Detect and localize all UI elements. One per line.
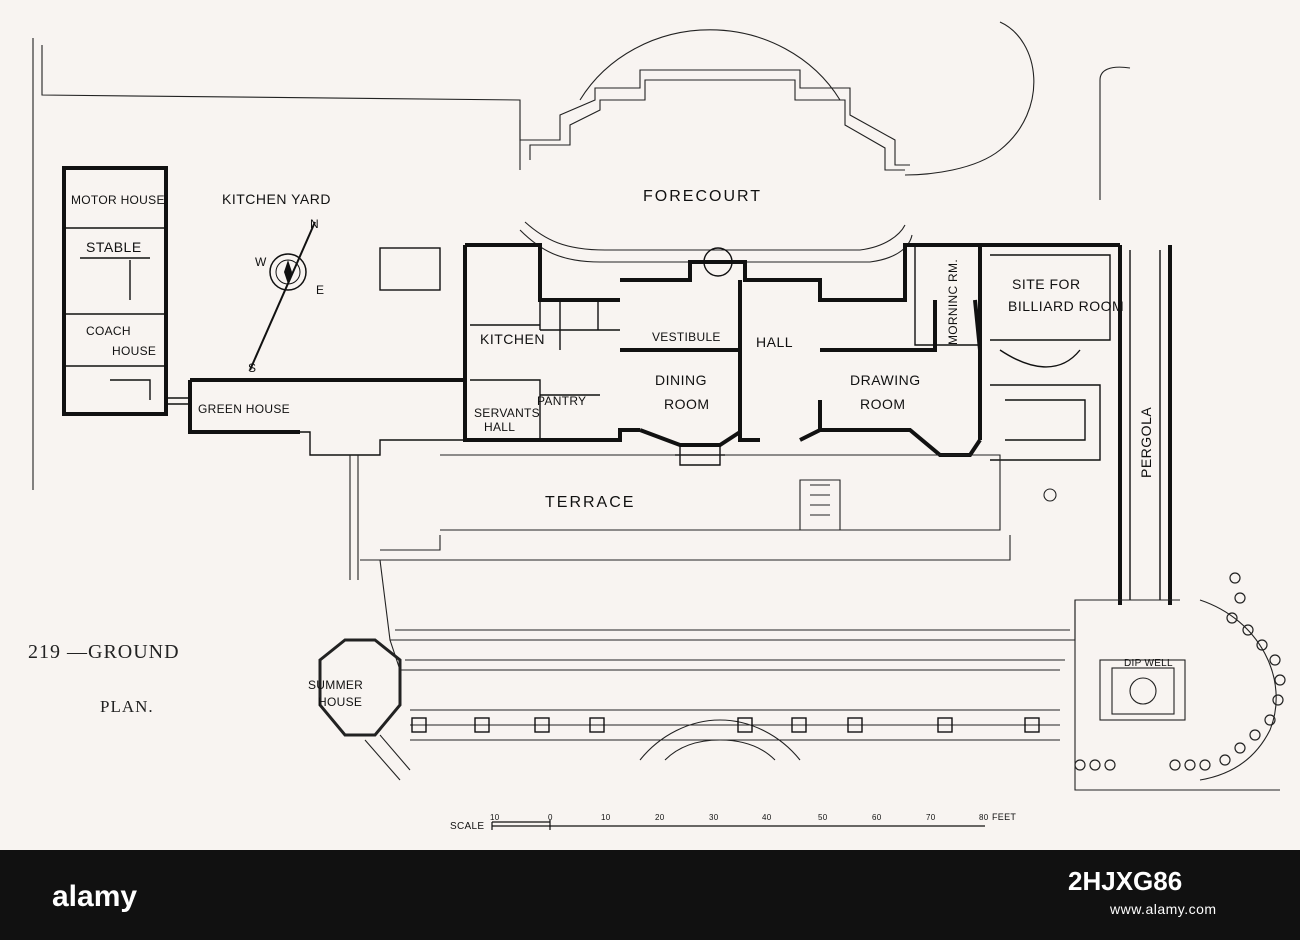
- label-green-house: GREEN HOUSE: [198, 402, 290, 416]
- label-dip-well: DIP WELL: [1124, 658, 1173, 669]
- label-servants: SERVANTS: [474, 406, 540, 420]
- scale-tick-2: 10: [601, 813, 611, 822]
- terrace: [318, 454, 1280, 791]
- outbuildings: [62, 166, 168, 416]
- label-kitchen-yard: KITCHEN YARD: [222, 191, 331, 207]
- label-terrace: TERRACE: [545, 494, 635, 511]
- label-hall: HALL: [756, 334, 793, 350]
- caption-line-1: 219 —GROUND: [28, 641, 180, 663]
- floor-plan-drawing: N S E W KITCHEN YARD FORECOURT MOTOR HOU…: [28, 21, 1286, 832]
- label-summer: SUMMER: [308, 678, 363, 692]
- compass-s: S: [248, 361, 256, 375]
- compass-w: W: [255, 255, 267, 269]
- label-servants-hall: HALL: [484, 420, 515, 434]
- scale-label: SCALE: [450, 821, 484, 832]
- label-drawing: DRAWING: [850, 372, 921, 388]
- scale-tick-6: 50: [818, 813, 828, 822]
- watermark-bar: alamy 2HJXG86 www.alamy.com: [0, 850, 1300, 940]
- scale-tick-5: 40: [762, 813, 772, 822]
- scale-tick-3: 20: [655, 813, 665, 822]
- label-pergola: PERGOLA: [1138, 407, 1154, 478]
- label-morning-room: MORNINC RM.: [946, 259, 960, 345]
- label-stable: STABLE: [86, 239, 142, 255]
- scale-unit: FEET: [992, 812, 1016, 822]
- label-summer-house: HOUSE: [318, 695, 362, 709]
- label-drawing-room: ROOM: [860, 396, 906, 412]
- watermark-bar-drawing: alamy 2HJXG86 www.alamy.com: [52, 866, 1217, 917]
- terrace-piers: [411, 717, 1040, 733]
- label-dining-room: ROOM: [664, 396, 710, 412]
- image-id: 2HJXG86: [1068, 866, 1182, 896]
- label-billiard-room: BILLIARD ROOM: [1008, 298, 1124, 314]
- pergola: [1118, 245, 1172, 605]
- site-url: www.alamy.com: [1109, 901, 1217, 917]
- label-pantry: PANTRY: [537, 394, 586, 408]
- scale-tick-9: 80: [979, 813, 989, 822]
- brand-logo: alamy: [52, 880, 137, 913]
- floor-plan: N S E W KITCHEN YARD FORECOURT MOTOR HOU…: [0, 0, 1300, 850]
- shrubs: [1074, 572, 1286, 771]
- label-site-for: SITE FOR: [1012, 276, 1081, 292]
- label-motor-house: MOTOR HOUSE: [71, 193, 165, 207]
- compass-rose: N S E W: [248, 217, 324, 375]
- compass-n: N: [310, 217, 319, 231]
- label-coach: COACH: [86, 324, 131, 338]
- scale-tick-0: 10: [490, 813, 500, 822]
- label-coach-house: HOUSE: [112, 344, 156, 358]
- site-boundary: [32, 21, 1131, 490]
- scale-tick-8: 70: [926, 813, 936, 822]
- label-vestibule: VESTIBULE: [652, 330, 721, 344]
- scale-tick-7: 60: [872, 813, 882, 822]
- caption-line-2: PLAN.: [100, 697, 154, 716]
- scale-tick-4: 30: [709, 813, 719, 822]
- compass-e: E: [316, 283, 324, 297]
- label-kitchen: KITCHEN: [480, 331, 545, 347]
- green-house-block: [166, 378, 465, 456]
- scale-tick-1: 0: [548, 813, 553, 822]
- label-dining: DINING: [655, 372, 707, 388]
- label-forecourt: FORECOURT: [643, 188, 762, 205]
- scale-bar: SCALE 10 0 10 20 30 40 50 60 70 80 FEET: [450, 812, 1016, 832]
